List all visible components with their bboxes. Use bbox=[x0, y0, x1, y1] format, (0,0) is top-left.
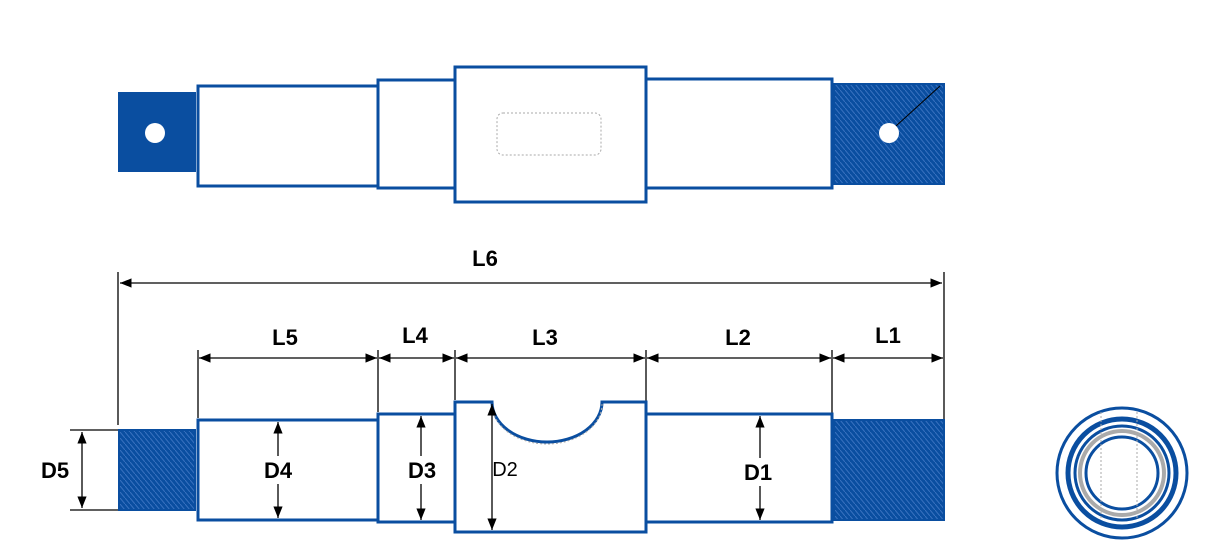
diameter-dimensions: D5 D4 D3 D2 D1 bbox=[41, 404, 780, 530]
right-thread bbox=[833, 419, 945, 521]
l3-label: L3 bbox=[532, 325, 558, 350]
left-thread bbox=[118, 429, 196, 511]
d4-label: D4 bbox=[264, 458, 293, 483]
shaft-section-5 bbox=[196, 84, 380, 188]
end-view bbox=[1055, 406, 1189, 540]
top-view bbox=[118, 65, 945, 204]
d3-label: D3 bbox=[408, 458, 436, 483]
d5-label: D5 bbox=[41, 458, 69, 483]
keyway-slot bbox=[496, 112, 602, 156]
l2-label: L2 bbox=[725, 325, 751, 350]
shaft-section-2 bbox=[644, 77, 834, 190]
l6-label: L6 bbox=[472, 246, 498, 271]
shaft-section-4 bbox=[376, 78, 457, 190]
l4-label: L4 bbox=[402, 323, 428, 348]
center-block bbox=[453, 65, 648, 204]
d2-label: D2 bbox=[492, 459, 518, 481]
l1-label: L1 bbox=[875, 323, 901, 348]
leader-line bbox=[895, 85, 941, 127]
center-block bbox=[453, 400, 648, 534]
d1-label: D1 bbox=[744, 460, 772, 485]
right-pin-hole bbox=[879, 123, 899, 143]
left-pin-hole bbox=[145, 123, 165, 143]
l5-label: L5 bbox=[272, 325, 298, 350]
length-dimensions: L6 L5 L4 L3 L2 L1 bbox=[117, 246, 945, 425]
side-view bbox=[118, 400, 945, 534]
